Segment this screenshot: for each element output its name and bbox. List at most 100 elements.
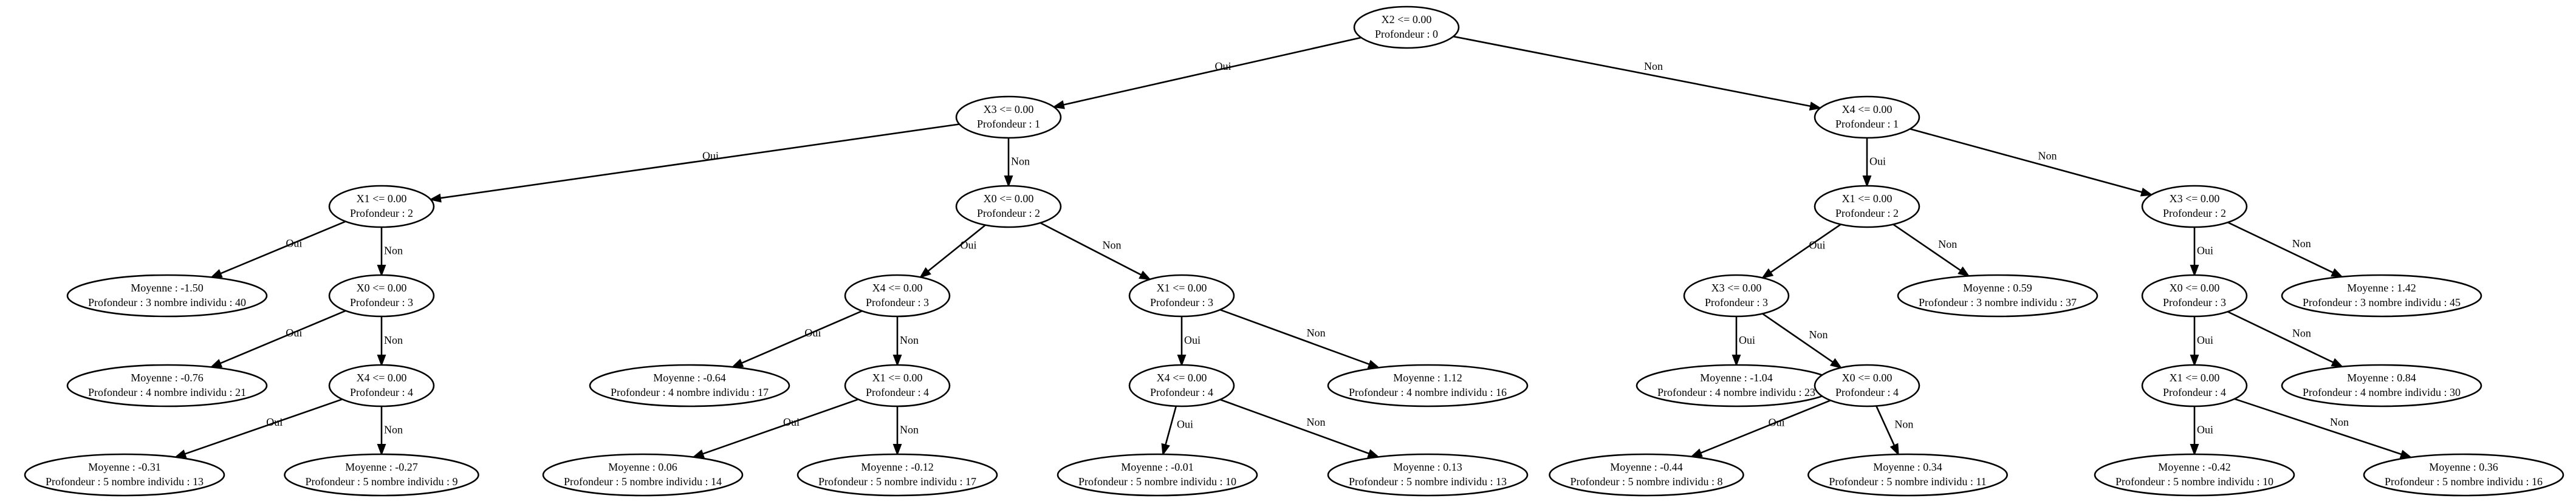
node-title: X0 <= 0.00 xyxy=(984,193,1034,205)
edge-line xyxy=(1770,223,1841,273)
node-ellipse xyxy=(2281,274,2482,318)
edge-label: Oui xyxy=(286,237,302,250)
node-ellipse xyxy=(1814,185,1920,228)
node-title: X4 <= 0.00 xyxy=(1842,103,1893,115)
edge-line xyxy=(1040,222,1142,276)
arrowhead-icon xyxy=(1889,443,1899,456)
edge-label: Non xyxy=(1644,60,1663,72)
node-subtitle: Profondeur : 4 nombre individu : 21 xyxy=(88,386,246,398)
node-ellipse xyxy=(589,364,790,407)
edge-line xyxy=(2227,222,2334,274)
edge-label: Oui xyxy=(961,239,977,251)
arrowhead-icon xyxy=(2140,188,2153,197)
node-ellipse xyxy=(1128,364,1235,407)
node-subtitle: Profondeur : 4 nombre individu : 16 xyxy=(1349,386,1507,398)
arrowhead-icon xyxy=(1139,270,1152,281)
node-title: Moyenne : -0.44 xyxy=(1610,461,1682,473)
node-title: Moyenne : -0.01 xyxy=(1121,461,1193,473)
node-subtitle: Profondeur : 5 nombre individu : 17 xyxy=(818,475,976,488)
arrowhead-icon xyxy=(429,193,442,203)
edge-line xyxy=(1700,400,1831,454)
node-subtitle: Profondeur : 3 nombre individu : 37 xyxy=(1919,296,2077,308)
node-subtitle: Profondeur : 4 nombre individu : 30 xyxy=(2303,386,2461,398)
edge-line xyxy=(440,123,960,199)
node-subtitle: Profondeur : 5 nombre individu : 13 xyxy=(46,475,204,488)
arrowhead-icon xyxy=(377,444,386,456)
arrowhead-icon xyxy=(1052,100,1065,109)
tree-edge: Non xyxy=(892,316,919,367)
edge-label: Non xyxy=(1307,327,1326,339)
tree-edge: Non xyxy=(377,316,403,367)
tree-edge: Non xyxy=(2234,398,2413,458)
arrowhead-icon xyxy=(2190,265,2199,277)
node-ellipse xyxy=(1327,364,1529,407)
edge-label: Non xyxy=(384,334,403,346)
arrowhead-icon xyxy=(2331,358,2344,368)
node-subtitle: Profondeur : 3 xyxy=(1150,296,1213,308)
node-subtitle: Profondeur : 3 nombre individu : 45 xyxy=(2303,296,2461,308)
tree-edge: Non xyxy=(1875,405,1913,456)
arrowhead-icon xyxy=(1761,268,1774,279)
arrowhead-icon xyxy=(691,449,705,458)
node-ellipse xyxy=(284,453,479,497)
node-subtitle: Profondeur : 1 xyxy=(1835,118,1899,130)
node-ellipse xyxy=(2094,453,2295,497)
edge-label: Oui xyxy=(1809,239,1826,251)
arrowhead-icon xyxy=(174,449,187,458)
edge-label: Oui xyxy=(1769,417,1785,429)
node-title: X3 <= 0.00 xyxy=(1711,282,1762,294)
tree-edge: Non xyxy=(2227,222,2344,278)
node-subtitle: Profondeur : 5 nombre individu : 10 xyxy=(2115,475,2273,488)
node-ellipse xyxy=(1549,453,1744,497)
tree-edge: Oui xyxy=(1862,138,1886,188)
node-subtitle: Profondeur : 5 nombre individu : 11 xyxy=(1829,475,1986,488)
edge-label: Non xyxy=(1011,155,1030,168)
edge-line xyxy=(927,224,986,272)
edge-line xyxy=(1762,313,1834,363)
edge-label: Oui xyxy=(783,416,800,428)
node-title: X3 <= 0.00 xyxy=(984,103,1034,115)
node-subtitle: Profondeur : 4 nombre individu : 23 xyxy=(1657,386,1815,398)
arrowhead-icon xyxy=(2190,444,2199,456)
edge-label: Non xyxy=(900,334,919,346)
edge-label: Non xyxy=(2292,237,2311,250)
node-ellipse xyxy=(542,453,744,497)
node-title: X0 <= 0.00 xyxy=(2170,282,2220,294)
edge-label: Oui xyxy=(286,327,302,339)
node-title: Moyenne : -0.27 xyxy=(345,461,417,473)
node-title: Moyenne : 0.59 xyxy=(1963,282,2032,294)
edge-line xyxy=(1165,406,1177,445)
node-ellipse xyxy=(2363,453,2564,497)
node-ellipse xyxy=(955,185,1062,228)
tree-edge: Oui xyxy=(731,310,863,368)
node-title: X4 <= 0.00 xyxy=(357,372,407,384)
node-title: Moyenne : -0.12 xyxy=(861,461,933,473)
node-subtitle: Profondeur : 4 xyxy=(866,386,929,398)
node-subtitle: Profondeur : 3 xyxy=(350,296,413,308)
node-title: X1 <= 0.00 xyxy=(357,193,407,205)
edge-label: Oui xyxy=(2197,424,2213,436)
node-ellipse xyxy=(66,274,268,318)
node-subtitle: Profondeur : 4 nombre individu : 17 xyxy=(611,386,769,398)
edge-label: Oui xyxy=(1184,334,1201,346)
tree-edge: Oui xyxy=(210,310,346,368)
node-subtitle: Profondeur : 1 xyxy=(977,118,1040,130)
edge-label: Non xyxy=(2292,327,2311,339)
